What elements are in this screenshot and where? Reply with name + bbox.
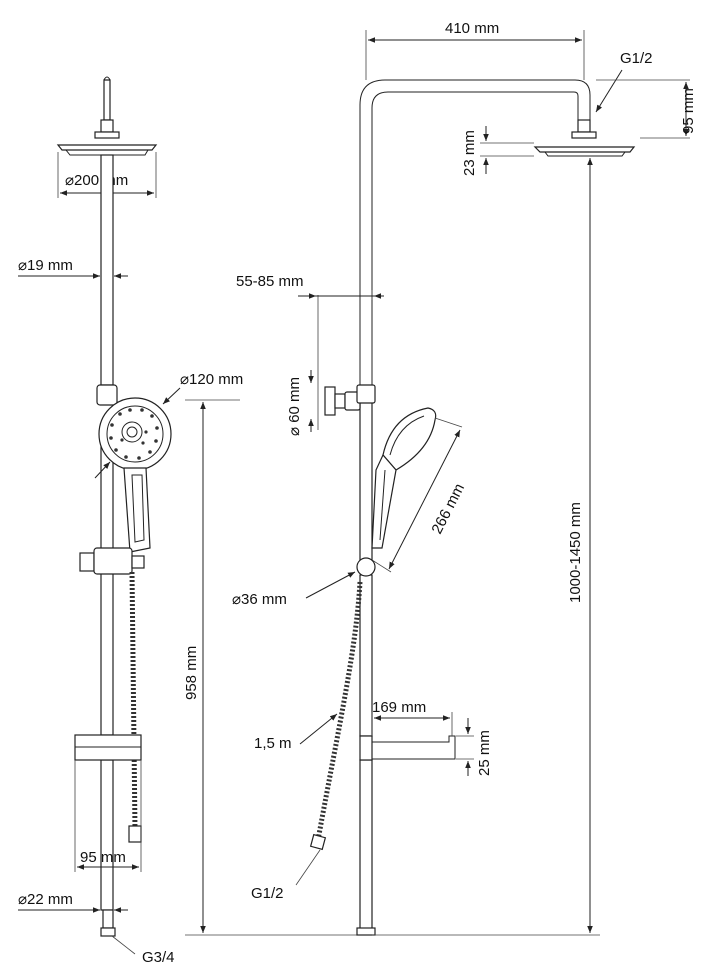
slider-side (356, 557, 376, 577)
shelf-width-label: 95 mm (80, 849, 126, 866)
front-view: ⌀200 mm ⌀19 mm (18, 76, 360, 966)
head-thickness-label: 23 mm (461, 130, 478, 176)
arm-drop-label: 95 mm (680, 88, 697, 134)
shelf-front (74, 734, 142, 761)
arm-length-label: 410 mm (445, 20, 499, 37)
riser-pipe-side (356, 79, 591, 936)
inlet-diameter-label: ⌀22 mm (18, 891, 73, 908)
shelf-side (359, 735, 456, 761)
slider-front (79, 547, 145, 575)
hose-length-label: 1,5 m (254, 735, 292, 752)
head-thread-label: G1/2 (620, 50, 653, 67)
hand-shower-length-label: 266 mm (428, 481, 468, 537)
shelf-height-label: 25 mm (476, 730, 493, 776)
overhead-shower-front (56, 76, 158, 156)
holder-diameter-label: ⌀ 60 mm (286, 377, 303, 436)
wall-holder-side (324, 384, 376, 416)
holder-offset-label: 55-85 mm (236, 273, 304, 290)
hand-shower-front (96, 384, 172, 553)
inlet-thread-label: G3/4 (142, 949, 175, 966)
side-view: 410 mm G1/2 95 mm 23 mm 1000-1450 mm (232, 20, 697, 936)
height-range-label: 1000-1450 mm (567, 502, 584, 603)
overhead-shower-side (533, 119, 636, 157)
pipe-diameter-label: ⌀19 mm (18, 257, 73, 274)
slider-diameter-label: ⌀36 mm (232, 591, 287, 608)
hand-shower-side (371, 407, 437, 549)
shelf-depth-label: 169 mm (372, 699, 426, 716)
hand-shower-diameter-label: ⌀120 mm (180, 371, 243, 388)
riser-pipe-front (100, 154, 114, 911)
hose-thread-label: G1/2 (251, 885, 284, 902)
head-diameter-label: ⌀200 mm (65, 172, 128, 189)
front-height-label: 958 mm (183, 646, 200, 700)
